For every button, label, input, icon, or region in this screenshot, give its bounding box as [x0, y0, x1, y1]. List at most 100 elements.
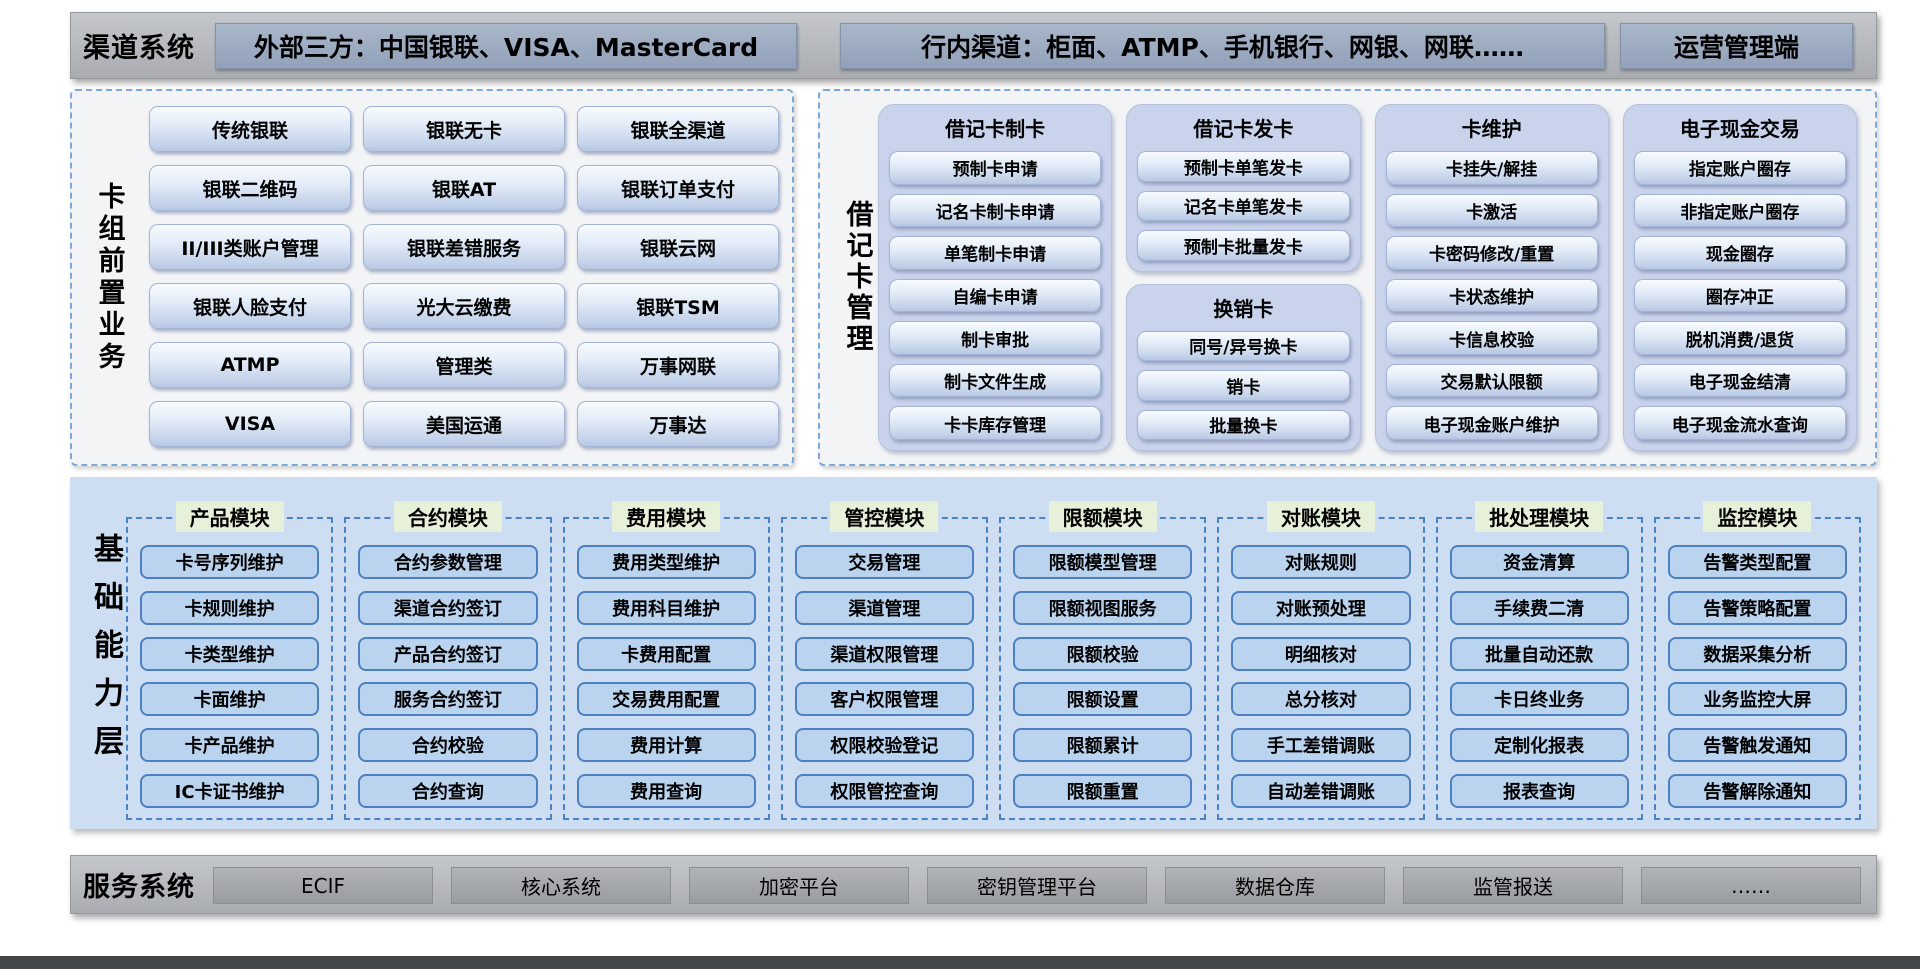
capability-module-item[interactable]: 产品合约签订 — [358, 636, 538, 671]
debit-item[interactable]: 记名卡制卡申请 — [889, 193, 1102, 228]
card-front-item[interactable]: 万事达 — [577, 401, 779, 447]
service-button-1[interactable]: 核心系统 — [451, 867, 671, 904]
capability-module-item[interactable]: 卡面维护 — [140, 682, 320, 717]
debit-item[interactable]: 制卡审批 — [889, 321, 1102, 355]
capability-module-item[interactable]: 卡规则维护 — [140, 590, 320, 625]
capability-module-item[interactable]: 合约查询 — [358, 773, 538, 808]
debit-item[interactable]: 交易默认限额 — [1385, 363, 1598, 398]
capability-module-item[interactable]: 告警类型配置 — [1667, 545, 1847, 579]
capability-module-item[interactable]: 交易费用配置 — [576, 682, 756, 717]
debit-item[interactable]: 自编卡申请 — [889, 278, 1102, 313]
capability-module-item[interactable]: 服务合约签订 — [358, 682, 538, 717]
capability-module-item[interactable]: 费用计算 — [576, 728, 756, 763]
capability-module-item[interactable]: 明细核对 — [1231, 636, 1411, 671]
card-front-item[interactable]: 银联全渠道 — [577, 106, 779, 152]
capability-module-item[interactable]: 渠道合约签订 — [358, 590, 538, 625]
channel-button-1[interactable]: 行内渠道：柜面、ATMP、手机银行、网银、网联…… — [840, 23, 1605, 69]
capability-module-item[interactable]: 费用查询 — [576, 773, 756, 808]
debit-item[interactable]: 销卡 — [1137, 370, 1350, 401]
capability-module-item[interactable]: 手工差错调账 — [1231, 728, 1411, 763]
capability-module-item[interactable]: 卡号序列维护 — [140, 545, 320, 579]
debit-item[interactable]: 圈存冲正 — [1633, 278, 1846, 313]
debit-item[interactable]: 现金圈存 — [1633, 236, 1846, 270]
card-front-item[interactable]: VISA — [149, 401, 351, 447]
card-front-item[interactable]: 银联AT — [363, 165, 565, 211]
capability-module-item[interactable]: 定制化报表 — [1449, 728, 1629, 763]
capability-module-item[interactable]: 卡日终业务 — [1449, 682, 1629, 717]
capability-module-item[interactable]: 限额重置 — [1013, 773, 1193, 808]
debit-item[interactable]: 预制卡单笔发卡 — [1137, 151, 1350, 182]
capability-module-item[interactable]: 批量自动还款 — [1449, 636, 1629, 671]
capability-module-item[interactable]: 数据采集分析 — [1667, 636, 1847, 671]
debit-item[interactable]: 卡激活 — [1385, 193, 1598, 228]
debit-item[interactable]: 脱机消费/退货 — [1633, 321, 1846, 355]
capability-module-item[interactable]: 对账预处理 — [1231, 590, 1411, 625]
capability-module-item[interactable]: 自动差错调账 — [1231, 773, 1411, 808]
debit-item[interactable]: 卡挂失/解挂 — [1385, 151, 1598, 185]
card-front-item[interactable]: 银联TSM — [577, 283, 779, 329]
card-front-item[interactable]: ATMP — [149, 342, 351, 388]
capability-module-item[interactable]: 卡类型维护 — [140, 636, 320, 671]
card-front-item[interactable]: II/III类账户管理 — [149, 224, 351, 270]
capability-module-item[interactable]: 交易管理 — [794, 545, 974, 579]
debit-item[interactable]: 记名卡单笔发卡 — [1137, 190, 1350, 221]
capability-module-item[interactable]: 报表查询 — [1449, 773, 1629, 808]
channel-button-2[interactable]: 运营管理端 — [1620, 23, 1853, 69]
capability-module-item[interactable]: 权限校验登记 — [794, 728, 974, 763]
capability-module-item[interactable]: 卡产品维护 — [140, 728, 320, 763]
channel-button-0[interactable]: 外部三方：中国银联、VISA、MasterCard — [215, 23, 797, 69]
capability-module-item[interactable]: 限额校验 — [1013, 636, 1193, 671]
capability-module-item[interactable]: 资金清算 — [1449, 545, 1629, 579]
debit-item[interactable]: 制卡文件生成 — [889, 363, 1102, 398]
capability-module-item[interactable]: 限额累计 — [1013, 728, 1193, 763]
capability-module-item[interactable]: IC卡证书维护 — [140, 773, 320, 808]
debit-item[interactable]: 电子现金结清 — [1633, 363, 1846, 398]
card-front-item[interactable]: 传统银联 — [149, 106, 351, 152]
service-button-3[interactable]: 密钥管理平台 — [927, 867, 1147, 904]
debit-item[interactable]: 预制卡批量发卡 — [1137, 230, 1350, 261]
debit-item[interactable]: 批量换卡 — [1137, 409, 1350, 440]
service-button-0[interactable]: ECIF — [213, 867, 433, 904]
service-button-4[interactable]: 数据仓库 — [1165, 867, 1385, 904]
debit-item[interactable]: 非指定账户圈存 — [1633, 193, 1846, 228]
debit-item[interactable]: 单笔制卡申请 — [889, 236, 1102, 270]
card-front-item[interactable]: 银联二维码 — [149, 165, 351, 211]
card-front-item[interactable]: 银联人脸支付 — [149, 283, 351, 329]
card-front-item[interactable]: 银联无卡 — [363, 106, 565, 152]
debit-item[interactable]: 同号/异号换卡 — [1137, 330, 1350, 361]
debit-item[interactable]: 卡状态维护 — [1385, 278, 1598, 313]
capability-module-item[interactable]: 合约参数管理 — [358, 545, 538, 579]
service-button-2[interactable]: 加密平台 — [689, 867, 909, 904]
capability-module-item[interactable]: 渠道权限管理 — [794, 636, 974, 671]
capability-module-item[interactable]: 客户权限管理 — [794, 682, 974, 717]
debit-item[interactable]: 指定账户圈存 — [1633, 151, 1846, 185]
capability-module-item[interactable]: 限额视图服务 — [1013, 590, 1193, 625]
card-front-item[interactable]: 万事网联 — [577, 342, 779, 388]
card-front-item[interactable]: 银联差错服务 — [363, 224, 565, 270]
capability-module-item[interactable]: 总分核对 — [1231, 682, 1411, 717]
capability-module-item[interactable]: 告警解除通知 — [1667, 773, 1847, 808]
debit-item[interactable]: 电子现金流水查询 — [1633, 406, 1846, 441]
card-front-item[interactable]: 银联云网 — [577, 224, 779, 270]
debit-item[interactable]: 卡信息校验 — [1385, 321, 1598, 355]
capability-module-item[interactable]: 告警策略配置 — [1667, 590, 1847, 625]
card-front-item[interactable]: 美国运通 — [363, 401, 565, 447]
card-front-item[interactable]: 光大云缴费 — [363, 283, 565, 329]
debit-item[interactable]: 电子现金账户维护 — [1385, 406, 1598, 441]
debit-item[interactable]: 卡卡库存管理 — [889, 406, 1102, 441]
capability-module-item[interactable]: 费用科目维护 — [576, 590, 756, 625]
capability-module-item[interactable]: 渠道管理 — [794, 590, 974, 625]
service-button-6[interactable]: …… — [1641, 867, 1861, 904]
capability-module-item[interactable]: 限额设置 — [1013, 682, 1193, 717]
debit-item[interactable]: 卡密码修改/重置 — [1385, 236, 1598, 270]
capability-module-item[interactable]: 合约校验 — [358, 728, 538, 763]
capability-module-item[interactable]: 告警触发通知 — [1667, 728, 1847, 763]
capability-module-item[interactable]: 费用类型维护 — [576, 545, 756, 579]
capability-module-item[interactable]: 卡费用配置 — [576, 636, 756, 671]
capability-module-item[interactable]: 手续费二清 — [1449, 590, 1629, 625]
debit-item[interactable]: 预制卡申请 — [889, 151, 1102, 185]
capability-module-item[interactable]: 权限管控查询 — [794, 773, 974, 808]
capability-module-item[interactable]: 限额模型管理 — [1013, 545, 1193, 579]
card-front-item[interactable]: 管理类 — [363, 342, 565, 388]
capability-module-item[interactable]: 对账规则 — [1231, 545, 1411, 579]
